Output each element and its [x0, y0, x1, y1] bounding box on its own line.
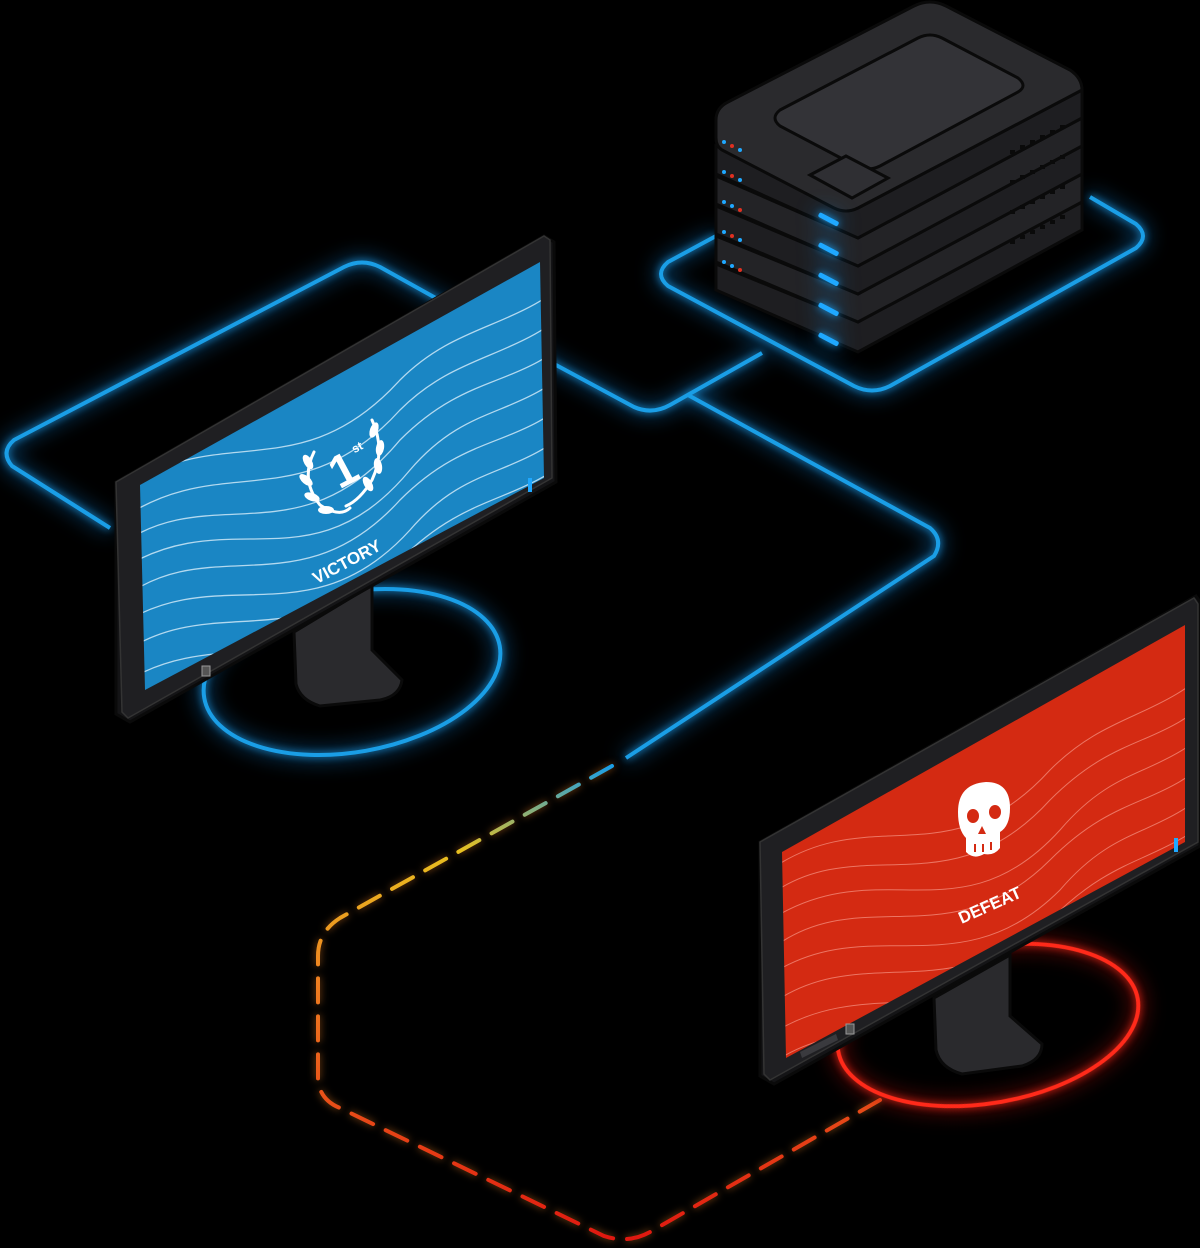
hub-to-server-link — [555, 351, 763, 413]
server-platform — [659, 195, 1145, 393]
hub-to-defeat-link — [624, 393, 941, 760]
victory-monitor: 1 st VICTORY — [114, 234, 558, 724]
server-stack-icon — [714, 0, 1084, 354]
defeat-monitor-vent — [800, 1034, 838, 1058]
defeat-monitor-power-button[interactable] — [845, 1023, 855, 1035]
defeat-monitor: DEFEAT — [758, 594, 1200, 1086]
laurel-wreath-icon — [299, 418, 385, 514]
skull-icon — [958, 782, 1010, 857]
dropped-connection-dashed — [316, 764, 882, 1242]
blue-monitor-loop — [4, 260, 557, 530]
victory-monitor-indicator — [528, 478, 532, 492]
defeat-monitor-indicator — [1174, 838, 1178, 852]
network-lines — [4, 195, 1145, 760]
victory-monitor-power-button[interactable] — [201, 665, 211, 677]
